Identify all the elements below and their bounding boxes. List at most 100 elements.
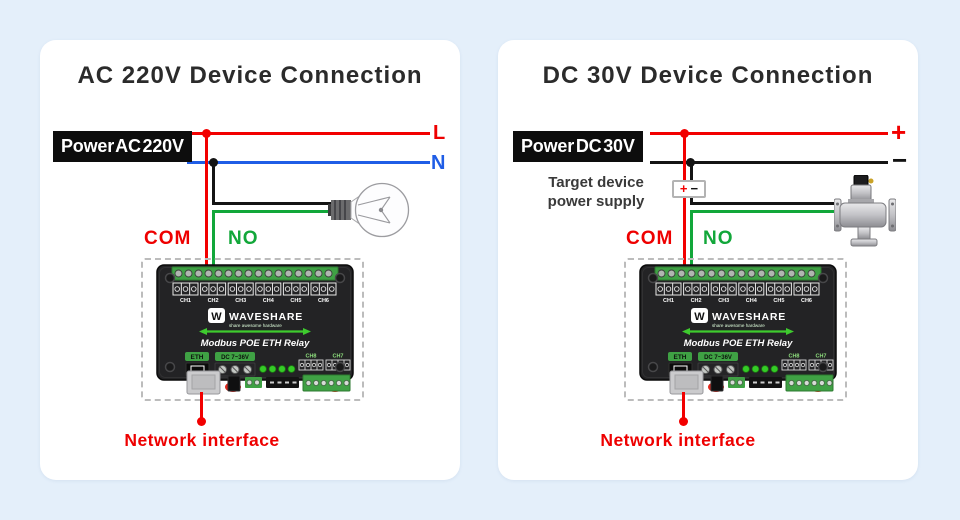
wire-N-label: N (431, 152, 446, 174)
wire-neutral-to-bulb (212, 202, 335, 205)
wire-neutral-drop (212, 162, 215, 205)
corner-screw (164, 361, 176, 373)
target-supply-terminals: + − (672, 180, 706, 198)
channel-label: CH6 (318, 298, 329, 304)
no-label: NO (703, 228, 734, 249)
junction-dot-plus (680, 129, 689, 138)
channel-label: CH8 (788, 354, 799, 360)
channel-label: CH2 (691, 298, 702, 304)
wire-com-drop (205, 133, 208, 268)
eth-label: ETH (191, 354, 204, 361)
light-bulb (328, 182, 410, 238)
status-led (761, 365, 769, 373)
channel-label: CH7 (332, 354, 343, 360)
wire-minus-to-valve (690, 202, 836, 205)
channel-label: CH6 (801, 298, 812, 304)
target-supply-note: Target device power supply (516, 173, 676, 211)
brand-tagline: share awesome hardware (229, 323, 282, 328)
channel-label: CH1 (180, 298, 191, 304)
com-label: COM (144, 228, 192, 249)
status-led (742, 365, 750, 373)
no-label: NO (228, 228, 259, 249)
junction-dot-N (209, 158, 218, 167)
channel-label: CH4 (746, 298, 758, 304)
pin-header (749, 377, 782, 388)
wire-N (187, 161, 430, 164)
bulb-filament (357, 196, 391, 224)
note-line-2: power supply (547, 193, 645, 210)
corner-screw (647, 272, 659, 284)
model-text: Modbus POE ETH Relay (684, 338, 793, 349)
channel-label: CH2 (208, 298, 219, 304)
status-led (259, 365, 267, 373)
power-source-label: Power DC 30V (513, 131, 643, 162)
device-outline (141, 258, 364, 401)
wire-no-to-valve (690, 210, 836, 213)
brand-text: WAVESHARE (229, 311, 303, 323)
panel-title: DC 30V Device Connection (542, 62, 874, 89)
status-led (268, 365, 277, 373)
status-led (751, 365, 760, 373)
junction-dot-L (202, 129, 211, 138)
wire-no-drop (212, 210, 215, 268)
panel-ac-220v: AC 220V Device Connection Power AC 220V … (40, 40, 460, 480)
channel-label: CH5 (773, 298, 784, 304)
wire-no-to-bulb (212, 210, 335, 213)
brand-mark-box (691, 308, 708, 323)
corner-screw (164, 272, 176, 284)
wire-minus-label: − (892, 145, 908, 175)
pin-header (266, 377, 299, 388)
wire-minus (650, 161, 888, 164)
network-interface-label: Network interface (124, 430, 280, 450)
solenoid-valve (834, 175, 896, 247)
corner-screw (817, 272, 829, 284)
corner-screw (647, 361, 659, 373)
dc-input-label: DC 7~36V (221, 355, 249, 361)
supply-minus-terminal: − (690, 181, 699, 196)
eth-label: ETH (674, 354, 687, 361)
network-callout-line (200, 392, 203, 419)
channel-label: CH5 (290, 298, 301, 304)
brand-mark: W (694, 311, 705, 323)
channel-label: CH7 (815, 354, 826, 360)
panel-dc-30v: DC 30V Device Connection Power DC 30V + … (498, 40, 918, 480)
dc-label-badge (215, 352, 255, 361)
dc-input-label: DC 7~36V (704, 355, 732, 361)
brand-mark-box (208, 308, 225, 323)
device-outline (624, 258, 847, 401)
brand-text: WAVESHARE (712, 311, 786, 323)
status-led (278, 365, 286, 373)
corner-screw (817, 361, 829, 373)
network-interface-label: Network interface (600, 430, 756, 450)
status-led (287, 365, 296, 373)
wire-plus (650, 132, 888, 135)
wire-L (187, 132, 430, 135)
wire-plus-label: + (891, 117, 907, 147)
eth-label-badge (185, 352, 209, 361)
channel-label: CH3 (718, 298, 729, 304)
corner-screw (334, 361, 346, 373)
network-callout-line (682, 392, 685, 419)
dc-label-badge (698, 352, 738, 361)
panel-title: AC 220V Device Connection (77, 62, 423, 89)
eth-label-badge (668, 352, 692, 361)
brand-tagline: share awesome hardware (712, 323, 765, 328)
network-callout-dot (197, 417, 206, 426)
wire-no-drop (690, 210, 693, 268)
channel-label: CH1 (663, 298, 674, 304)
note-line-1: Target device (548, 174, 644, 191)
channel-label: CH8 (305, 354, 316, 360)
reset-button (227, 375, 241, 392)
status-led (770, 365, 779, 373)
wire-com-drop (683, 133, 686, 268)
power-source-label: Power AC 220V (53, 131, 192, 162)
network-callout-dot (679, 417, 688, 426)
wire-L-label: L (433, 122, 446, 144)
channel-label: CH4 (263, 298, 275, 304)
channel-label: CH3 (235, 298, 246, 304)
com-label: COM (626, 228, 674, 249)
supply-plus-terminal: + (679, 181, 688, 196)
